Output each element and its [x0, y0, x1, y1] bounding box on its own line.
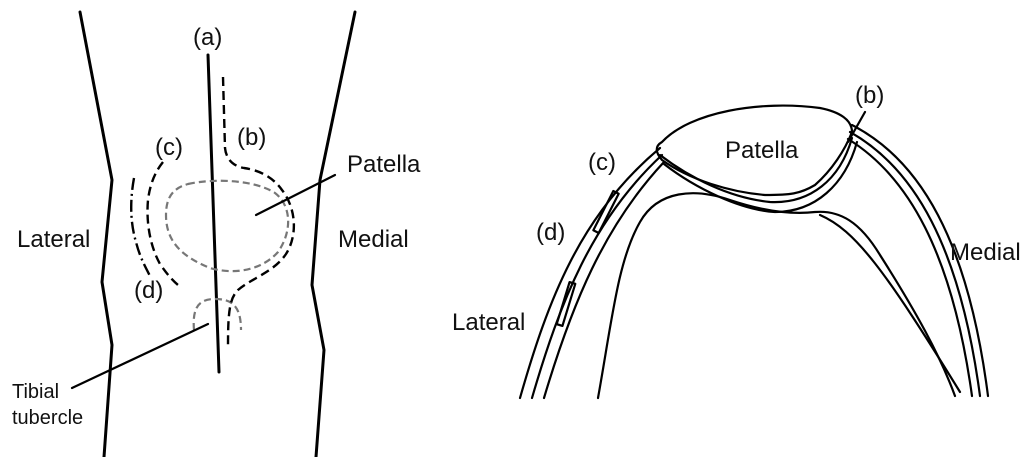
right-label-patella: Patella	[725, 137, 799, 164]
anterior-knee-view: (a) (b) (c) (d) Patella Lateral Medial T…	[12, 12, 421, 457]
right-label-lateral: Lateral	[452, 309, 525, 336]
patella-leader-line	[256, 175, 335, 215]
patella-outline	[166, 181, 288, 271]
trochlear-line	[820, 215, 960, 392]
tibial-leader-line	[72, 324, 208, 388]
label-tibial: Tibial	[12, 381, 59, 403]
incision-b-line	[223, 77, 294, 345]
label-tubercle: tubercle	[12, 407, 83, 429]
femur-condyles	[598, 193, 955, 398]
label-b: (b)	[237, 124, 266, 151]
label-medial: Medial	[338, 226, 409, 253]
label-d: (d)	[134, 277, 163, 304]
label-patella: Patella	[347, 151, 421, 178]
axial-knee-view: (b) (c) (d) Patella Lateral Medial	[452, 82, 1021, 398]
incision-a-line	[208, 55, 219, 372]
label-c: (c)	[155, 134, 183, 161]
right-label-medial: Medial	[950, 239, 1021, 266]
lateral-layer-middle	[532, 155, 662, 398]
right-label-b: (b)	[855, 82, 884, 109]
right-label-d: (d)	[536, 219, 565, 246]
incision-c-line	[148, 162, 179, 285]
incision-d-marker	[557, 282, 576, 326]
medial-layer-inner	[848, 139, 972, 396]
label-lateral: Lateral	[17, 226, 90, 253]
right-label-c: (c)	[588, 149, 616, 176]
label-a: (a)	[193, 24, 222, 51]
